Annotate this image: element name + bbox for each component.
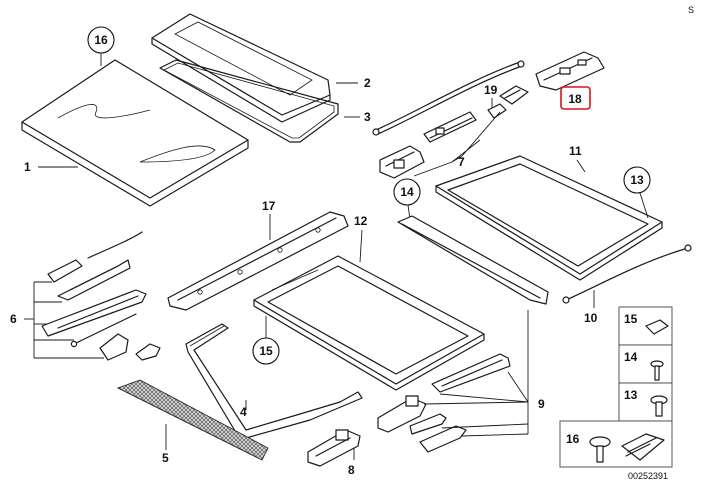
part-front-crossmember[interactable] <box>397 215 549 305</box>
corner-mark: S <box>688 5 694 15</box>
callout-5: 5 <box>162 424 169 465</box>
callout-10-label: 10 <box>584 311 598 325</box>
part-panel-seal[interactable] <box>159 59 339 143</box>
callout-16-label: 16 <box>94 33 108 47</box>
part-cable[interactable] <box>372 60 525 136</box>
callout-7: 7 <box>413 111 501 177</box>
legend-15-label: 15 <box>624 312 638 326</box>
part-6-rod[interactable] <box>70 313 137 348</box>
callout-6-label: 6 <box>10 312 17 326</box>
part-9-link[interactable] <box>409 413 447 435</box>
part-18-bracket[interactable] <box>535 51 605 91</box>
callout-2-label: 2 <box>364 76 371 90</box>
legend-13-label: 13 <box>624 388 638 402</box>
callout-1: 1 <box>24 160 78 174</box>
part-10-rod[interactable] <box>562 244 692 304</box>
part-6-latch[interactable] <box>135 343 161 361</box>
callout-9: 9 <box>423 310 545 437</box>
callout-15-label: 15 <box>259 344 273 358</box>
part-6-bracket-a[interactable] <box>57 259 131 301</box>
callout-10: 10 <box>584 290 598 325</box>
legend-item-14[interactable]: 14 <box>618 344 673 384</box>
part-12-sunshade[interactable] <box>253 255 485 391</box>
callout-8: 8 <box>348 448 355 477</box>
callout-12-label: 12 <box>354 214 368 228</box>
callout-9-label: 9 <box>538 397 545 411</box>
part-5-mesh-panel[interactable] <box>116 379 269 461</box>
callout-4: 4 <box>240 400 247 419</box>
legend-item-13[interactable]: 13 <box>618 382 673 422</box>
callout-19-label: 19 <box>484 83 498 97</box>
callout-17-label: 17 <box>262 199 276 213</box>
part-slide-guide-mid[interactable] <box>423 111 477 143</box>
part-frame[interactable] <box>435 155 663 281</box>
callout-4-label: 4 <box>240 405 247 419</box>
part-8-drive[interactable] <box>307 429 361 467</box>
part-6-clip-top[interactable] <box>47 259 83 283</box>
legend-item-16[interactable]: 16 <box>559 420 673 468</box>
legend-item-15[interactable]: 15 <box>618 306 673 346</box>
legend-14-label: 14 <box>624 350 638 364</box>
legend-16-label: 16 <box>566 432 580 446</box>
callout-13: 13 <box>623 166 651 219</box>
part-17-rail[interactable] <box>167 211 349 311</box>
part-glass-panel[interactable] <box>21 59 249 207</box>
part-9-slider[interactable] <box>377 395 427 433</box>
part-9-rail[interactable] <box>431 353 511 393</box>
callout-5-label: 5 <box>162 451 169 465</box>
callout-15: 15 <box>252 316 280 365</box>
callout-12: 12 <box>354 214 368 263</box>
drawing-number: 00252391 <box>628 471 668 481</box>
callout-3: 3 <box>344 110 371 124</box>
part-6-lever[interactable] <box>41 289 147 337</box>
callout-2: 2 <box>336 76 371 90</box>
callout-18[interactable]: 18 <box>560 86 591 110</box>
callout-7-label: 7 <box>458 155 465 169</box>
callout-18-label: 18 <box>568 92 582 106</box>
part-6-clip-bottom[interactable] <box>99 333 129 361</box>
callout-11-label: 11 <box>569 144 582 158</box>
callout-1-label: 1 <box>24 160 31 174</box>
callout-17: 17 <box>262 199 276 240</box>
part-slide-guide-front[interactable] <box>379 145 425 179</box>
part-slide-guide-rear[interactable] <box>487 85 529 119</box>
callout-8-label: 8 <box>348 463 355 477</box>
callout-14-label: 14 <box>400 185 414 199</box>
part-6-arm[interactable] <box>87 231 143 259</box>
callout-14: 14 <box>393 178 421 221</box>
callout-6: 6 <box>10 281 104 359</box>
callout-3-label: 3 <box>364 110 371 124</box>
callout-11: 11 <box>569 144 586 173</box>
callout-13-label: 13 <box>630 173 644 187</box>
part-9-clamp[interactable] <box>419 425 467 453</box>
callout-16: 16 <box>87 26 115 66</box>
